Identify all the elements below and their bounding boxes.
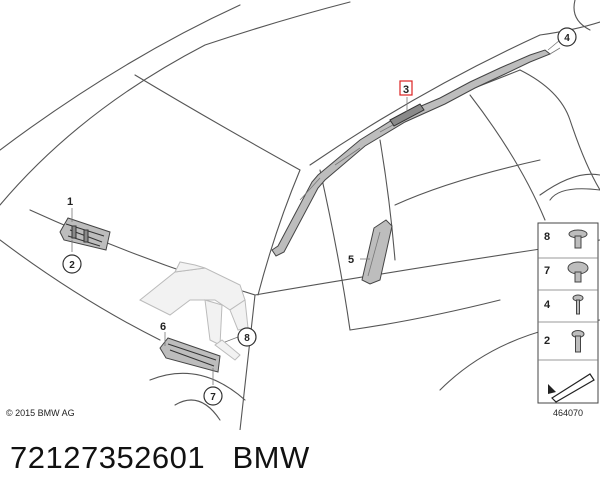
callout-2-circle [62,254,82,274]
legend-row-7: 7 [544,265,550,277]
callouts: 1 2 3 4 5 6 7 8 [62,27,577,406]
arrow-icon [548,373,595,403]
callout-3: 3 [403,84,409,96]
callout-5: 5 [348,254,354,266]
callout-1: 1 [67,196,73,208]
head-airbag-curtain [271,47,561,257]
dashboard-carrier [139,261,249,361]
callout-7: 7 [210,392,216,403]
clip-icon [572,294,584,315]
copyright: © 2015 BMW AG [6,408,75,418]
bolt-icon [567,261,589,283]
screw-icon [568,229,588,249]
legend-box [537,222,599,404]
callout-2: 2 [69,260,75,271]
legend-row-2: 2 [544,335,550,347]
callout-6: 6 [160,321,166,333]
callout-8: 8 [244,333,250,344]
passenger-airbag [159,337,221,373]
callout-4-circle [557,27,577,47]
screw-icon-2 [571,330,585,353]
legend-row-8: 8 [544,231,550,243]
side-airbag [361,219,393,285]
fastener-legend: 8 7 4 2 [537,222,599,404]
callout-3-highlight [399,80,413,96]
part-number-caption: 72127352601 BMW [10,440,310,476]
callout-8-circle [237,327,257,347]
brand-name: BMW [232,440,310,475]
callout-7-circle [203,386,223,406]
callout-4: 4 [564,33,570,44]
leader-lines [71,39,561,385]
part-number: 72127352601 [10,440,206,475]
driver-knee-airbag [59,217,111,251]
parts-diagram: 1 2 3 4 5 6 7 8 8 7 4 [0,0,600,430]
drawing-id: 464070 [553,408,583,418]
legend-row-4: 4 [544,299,551,311]
